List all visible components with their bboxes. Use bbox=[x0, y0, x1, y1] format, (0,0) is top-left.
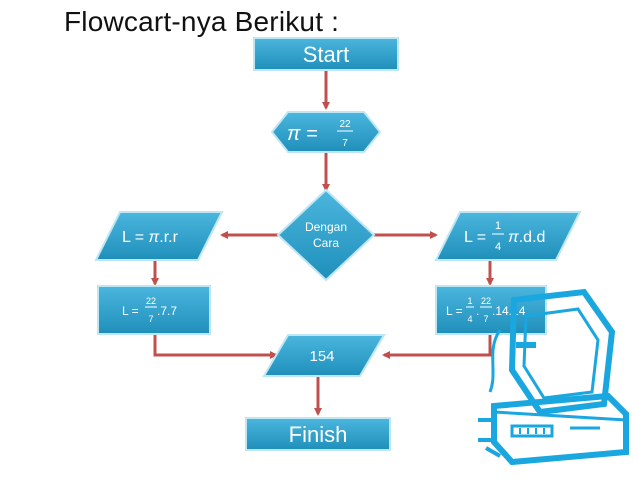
right-proc-den1: 4 bbox=[467, 314, 472, 324]
right-io-denominator: 4 bbox=[495, 241, 501, 253]
right-proc-num2: 22 bbox=[481, 296, 491, 306]
slide-title: Flowcart-nya Berikut : bbox=[64, 6, 340, 37]
svg-text:π.d.d: π.d.d bbox=[508, 229, 545, 246]
result-label: 154 bbox=[309, 348, 334, 365]
right-io-prefix: L = bbox=[464, 229, 486, 246]
pi-preparation-node: π = 22 7 bbox=[270, 111, 382, 153]
left-proc-numerator: 22 bbox=[146, 296, 156, 306]
start-node: Start bbox=[253, 37, 399, 71]
right-io-numerator: 1 bbox=[495, 220, 501, 232]
left-io-node: L = π.r.r bbox=[94, 211, 224, 261]
right-proc-prefix: L = bbox=[446, 304, 463, 318]
left-proc-prefix: L = bbox=[122, 304, 139, 318]
arrow-right-proc-to-result bbox=[382, 334, 492, 359]
pi-numerator: 22 bbox=[339, 119, 351, 130]
left-io-suffix: .r.r bbox=[159, 229, 178, 246]
start-label: Start bbox=[303, 42, 349, 67]
left-proc-suffix: .7.7 bbox=[157, 304, 177, 318]
right-proc-den2: 7 bbox=[483, 314, 488, 324]
left-proc-denominator: 7 bbox=[148, 314, 153, 324]
decision-line1: Dengan bbox=[305, 220, 347, 234]
left-io-prefix: L = bbox=[122, 229, 149, 246]
arrows bbox=[151, 70, 494, 416]
left-io-pi: π bbox=[149, 229, 160, 246]
svg-text:L = π.r.r: L = π.r.r bbox=[122, 229, 179, 246]
decision-node: Dengan Cara bbox=[276, 188, 376, 282]
right-io-pi: π bbox=[508, 229, 519, 246]
result-node: 154 bbox=[262, 334, 386, 377]
decision-line2: Cara bbox=[313, 236, 339, 250]
right-proc-suffix: .14.14 bbox=[492, 304, 526, 318]
right-proc-dot: . bbox=[476, 304, 479, 318]
right-proc-num1: 1 bbox=[467, 296, 472, 306]
left-process-node: L = 22 7 .7.7 bbox=[97, 285, 211, 335]
pi-eq-label: π = bbox=[287, 123, 318, 145]
right-process-node: L = 1 4 . 22 7 .14.14 bbox=[435, 285, 547, 335]
finish-label: Finish bbox=[289, 422, 348, 447]
finish-node: Finish bbox=[245, 417, 391, 451]
computer-clipart-icon bbox=[478, 288, 629, 466]
right-io-suffix: .d.d bbox=[519, 229, 546, 246]
right-io-node: L = 1 4 π.d.d bbox=[434, 211, 582, 261]
arrow-left-proc-to-result bbox=[153, 334, 278, 359]
pi-denominator: 7 bbox=[342, 138, 348, 149]
